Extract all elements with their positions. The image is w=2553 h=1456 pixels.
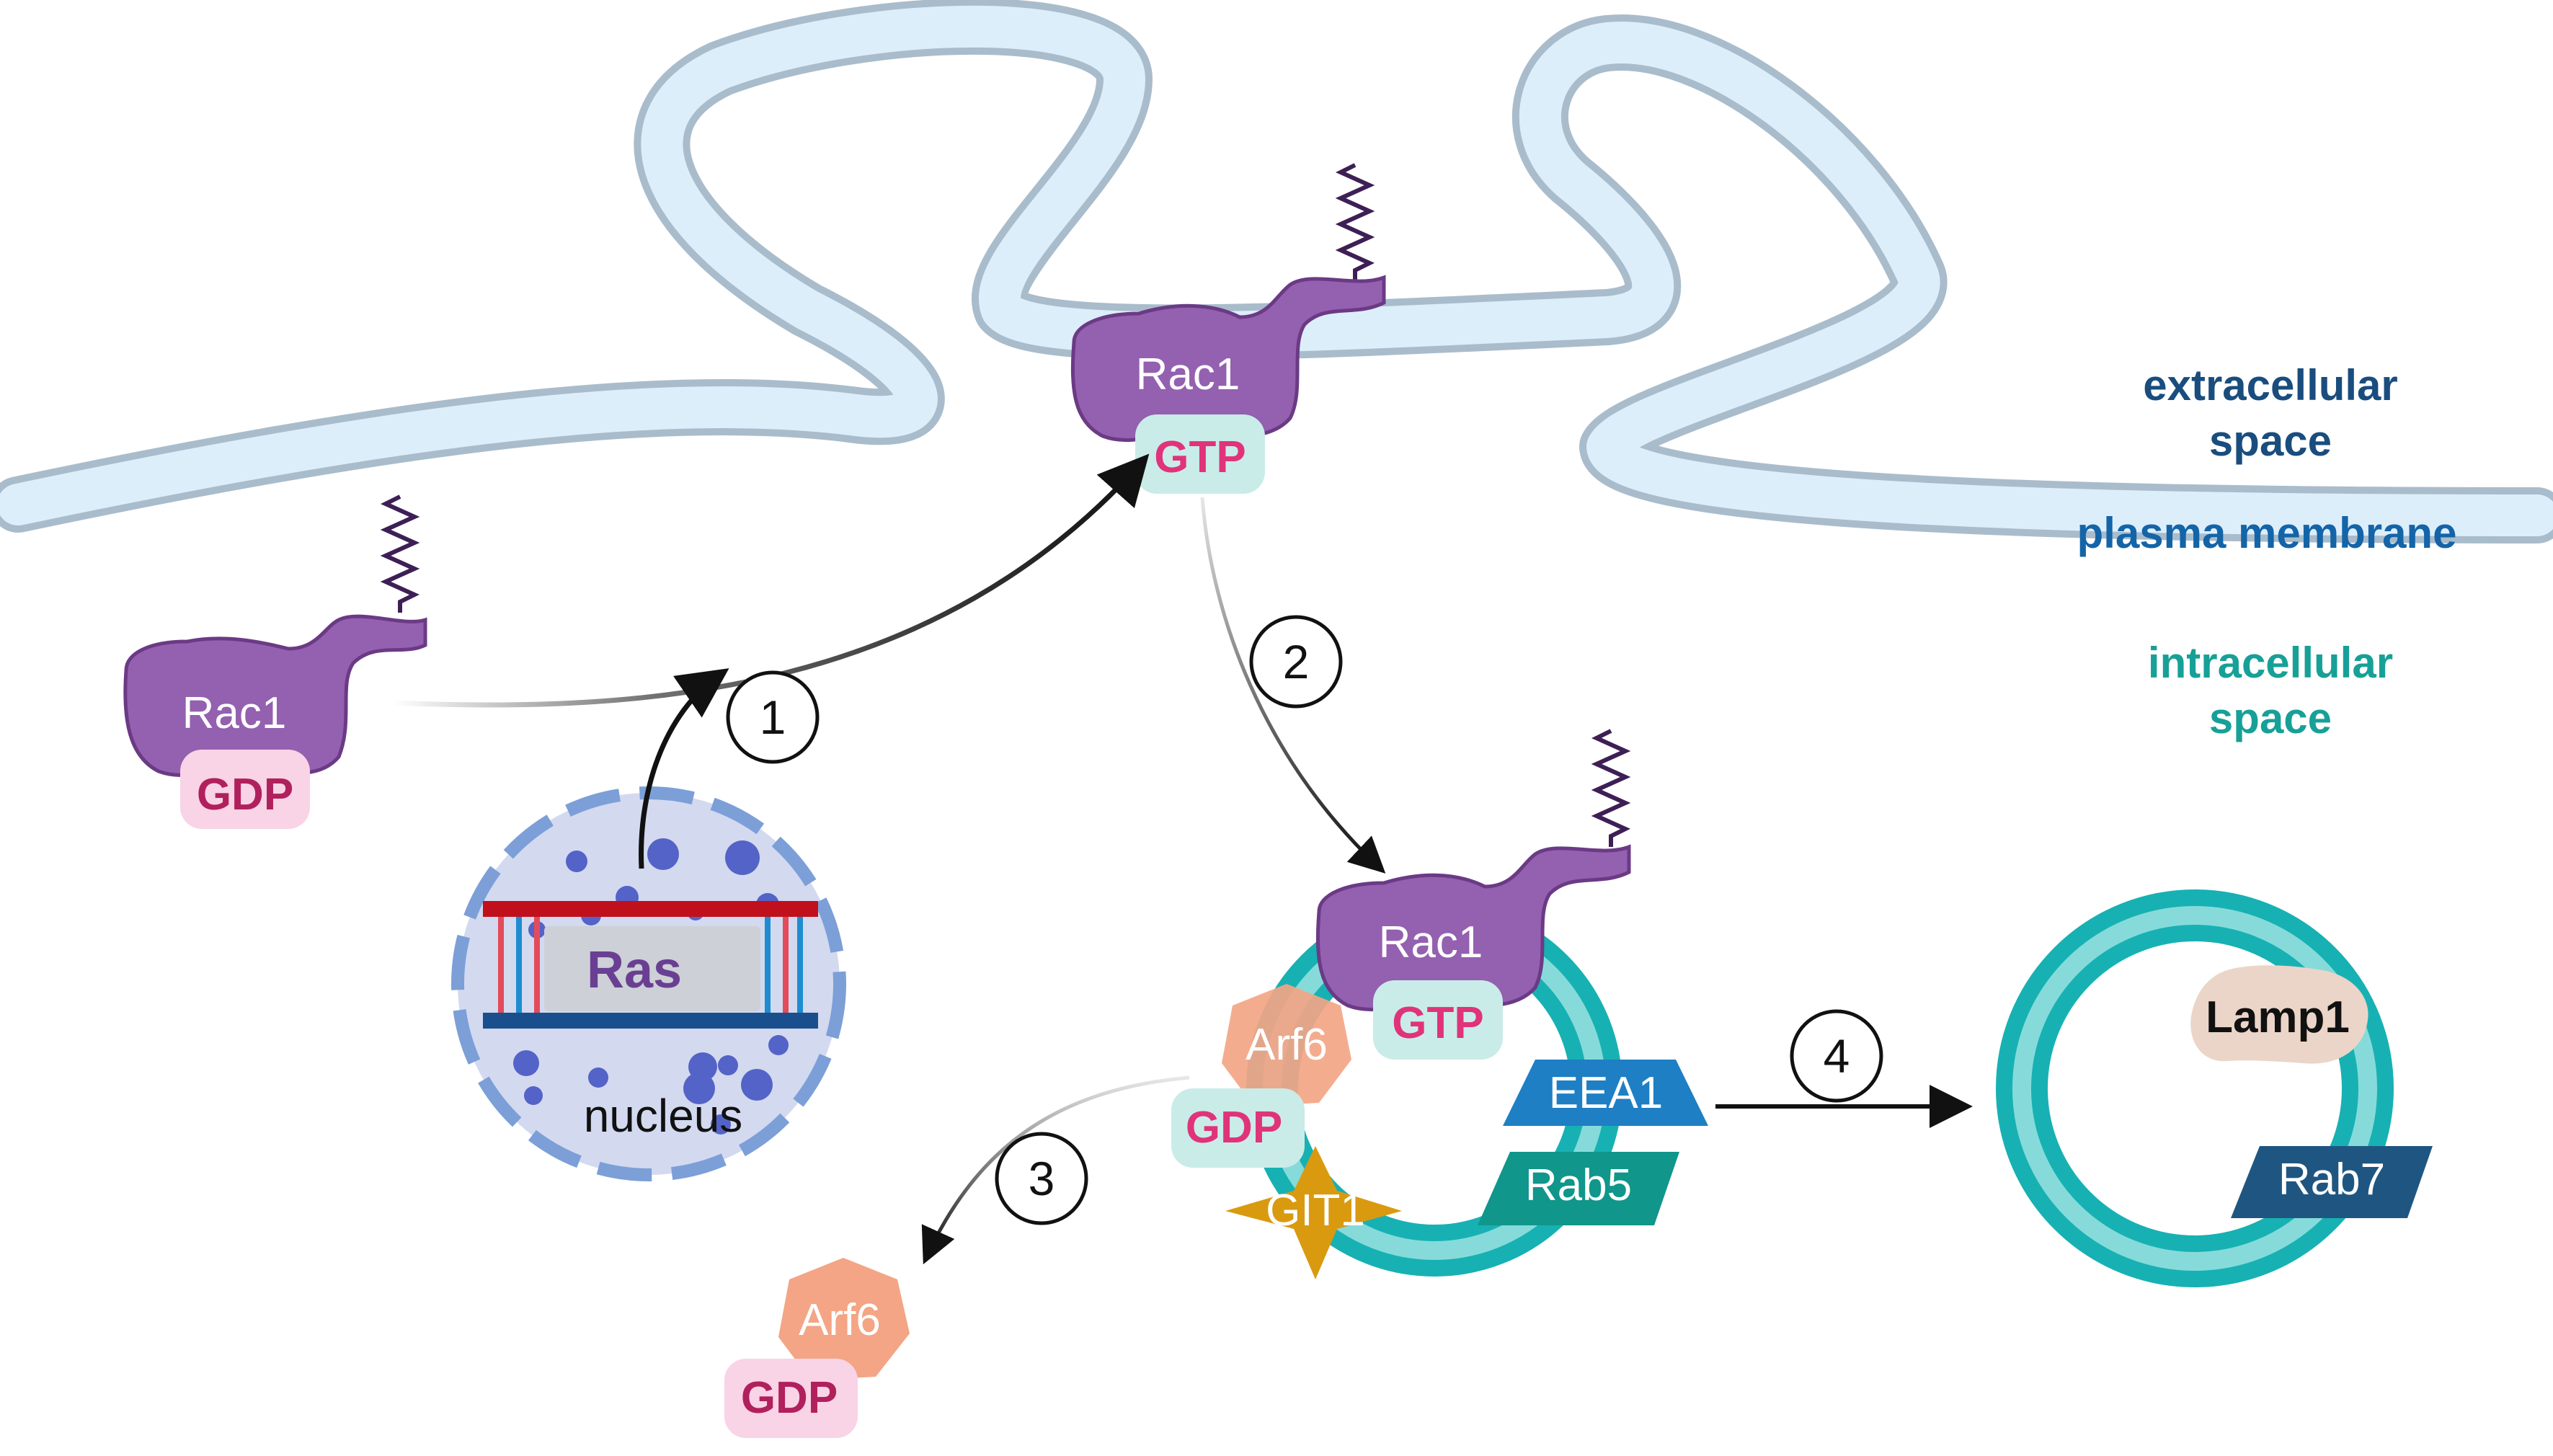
rac1-label: Rac1 — [1136, 350, 1240, 399]
step-3-marker: 3 — [995, 1132, 1088, 1225]
rac1-label: Rac1 — [182, 688, 287, 738]
intracellular-label-line1: intracellular — [2148, 639, 2393, 687]
ras-label: Ras — [587, 941, 682, 999]
plasma-membrane-label: plasma membrane — [2077, 509, 2457, 557]
eea1-protein: EEA1 — [1503, 1060, 1708, 1126]
ras-gene-box — [544, 926, 760, 1011]
gdp-label: GDP — [197, 770, 293, 820]
arf6-label: Arf6 — [1246, 1020, 1328, 1070]
arrow-rac1-endocytosis — [1200, 497, 1386, 874]
lamp1-protein: Lamp1 — [2190, 965, 2368, 1064]
arrow-rac1-activation — [392, 453, 1150, 708]
rac1-gtp-endosome: Rac1 GTP — [1315, 729, 1631, 1060]
gtp-badge — [1135, 414, 1265, 494]
rac1-label: Rac1 — [1379, 918, 1483, 967]
rab5-label: Rab5 — [1525, 1160, 1632, 1210]
arf6-gdp-released: Arf6 GDP — [724, 1258, 910, 1438]
git1-protein: GIT1 — [1225, 1146, 1402, 1279]
lipid-anchor-icon — [380, 494, 420, 613]
arrow-ras-signal — [639, 668, 729, 869]
step-1-marker: 1 — [726, 670, 820, 764]
dna-ladder-icon: Ras — [483, 901, 818, 1029]
step-2-number: 2 — [1283, 635, 1310, 688]
step-4-marker: 4 — [1790, 1009, 1883, 1103]
step-3-number: 3 — [1029, 1152, 1055, 1205]
extracellular-label-line1: extracellular — [2143, 361, 2398, 409]
late-endosome — [1996, 889, 2394, 1287]
lipid-anchor-icon — [1591, 729, 1631, 847]
step-1-number: 1 — [760, 691, 786, 744]
rab7-label: Rab7 — [2278, 1155, 2385, 1204]
gtp-label: GTP — [1392, 998, 1483, 1048]
lipid-anchor-icon — [1335, 163, 1375, 281]
gdp-label: GDP — [1186, 1103, 1282, 1153]
extracellular-label-line2: space — [2209, 417, 2332, 465]
rab5-protein: Rab5 — [1478, 1152, 1679, 1225]
eea1-label: EEA1 — [1549, 1068, 1664, 1118]
gdp-label: GDP — [741, 1373, 838, 1423]
arrow-arf6-release — [921, 1075, 1190, 1265]
rab7-protein: Rab7 — [2231, 1146, 2433, 1218]
intracellular-label-line2: space — [2209, 694, 2332, 742]
arf6-label: Arf6 — [799, 1295, 881, 1345]
gdp-badge — [724, 1359, 858, 1438]
rac1-gdp-cytosolic: Rac1 GDP — [123, 494, 427, 829]
git1-label: GIT1 — [1266, 1186, 1365, 1235]
gdp-badge — [1171, 1088, 1305, 1168]
nucleus: Ras nucleus — [451, 786, 846, 1181]
gtp-badge — [1373, 980, 1503, 1060]
arf6-gdp-endosome: Arf6 GDP — [1171, 984, 1351, 1168]
nucleus-label: nucleus — [584, 1090, 743, 1142]
gdp-badge — [180, 750, 310, 829]
step-2-marker: 2 — [1249, 615, 1343, 709]
step-4-number: 4 — [1824, 1029, 1850, 1083]
lamp1-label: Lamp1 — [2206, 993, 2350, 1042]
rac1-gtp-membrane: Rac1 GTP — [1070, 163, 1386, 494]
gtp-label: GTP — [1154, 432, 1246, 482]
plasma-membrane — [0, 0, 2553, 543]
